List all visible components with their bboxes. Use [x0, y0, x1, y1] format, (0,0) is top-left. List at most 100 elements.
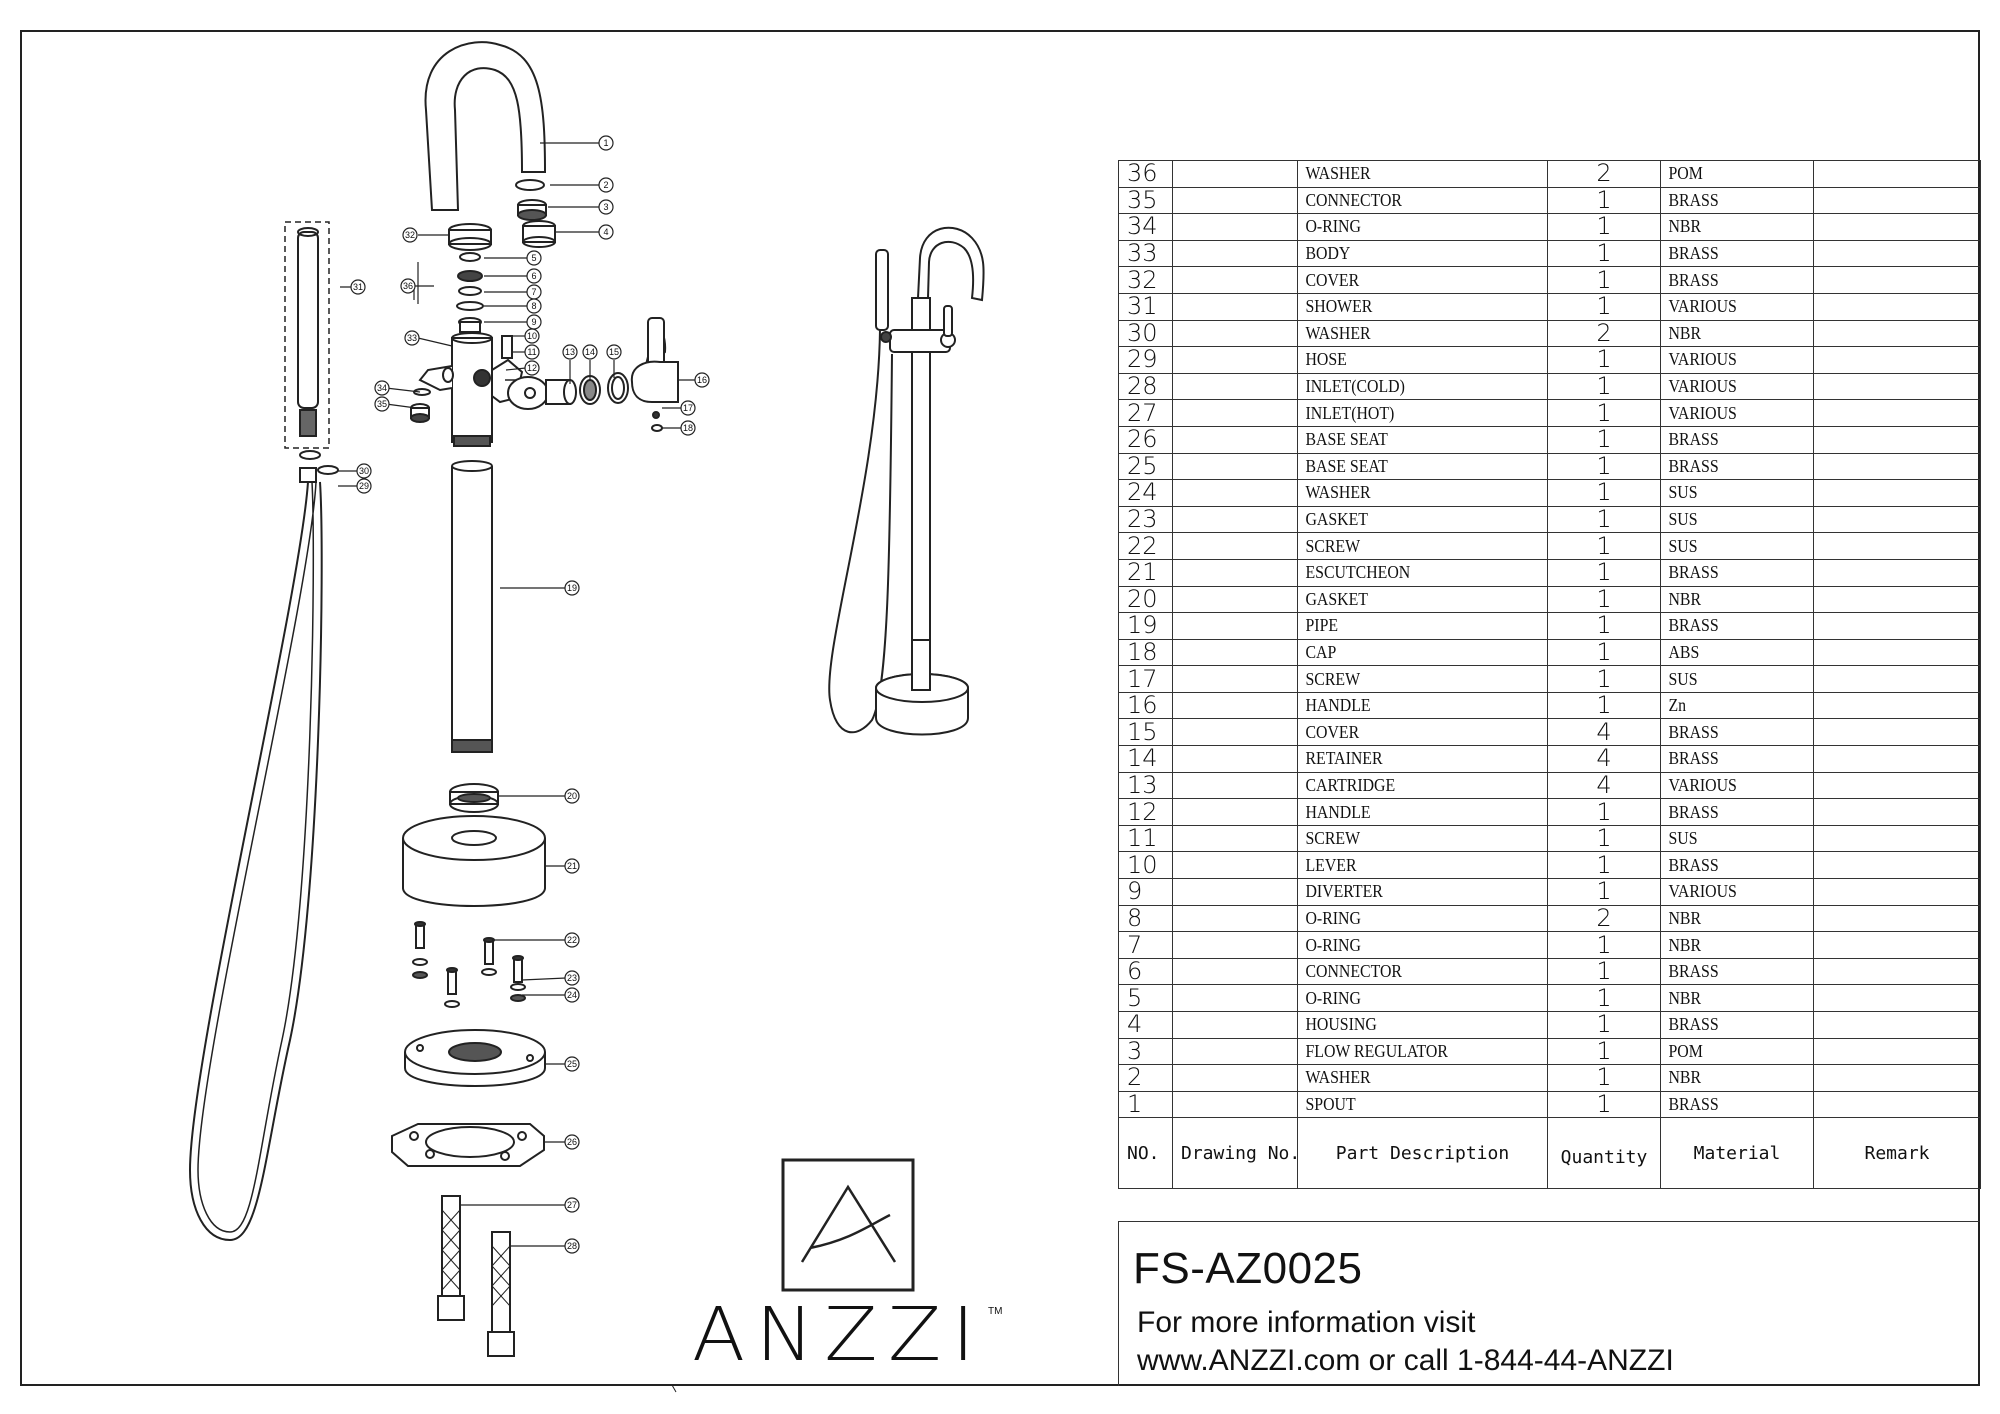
part-description: SCREW: [1297, 824, 1518, 853]
callout-19: 19: [567, 583, 577, 593]
part-description: SPOUT: [1297, 1090, 1518, 1119]
callout-9: 9: [531, 317, 536, 327]
part-description: DIVERTER: [1297, 878, 1518, 906]
part-quantity: 1: [1547, 399, 1661, 427]
drawing-number: [1172, 612, 1298, 640]
drawing-number: [1172, 372, 1298, 401]
base-seat-26: [391, 1123, 545, 1167]
drawing-number: [1172, 1037, 1298, 1066]
callout-8: 8: [531, 301, 536, 311]
callout-30: 30: [359, 466, 369, 476]
part-number: 16: [1118, 691, 1173, 720]
drawing-number: [1172, 160, 1298, 188]
part-quantity: 1: [1547, 292, 1661, 321]
drawing-number: [1172, 1011, 1298, 1039]
part-number: 14: [1118, 745, 1173, 773]
part-quantity: 1: [1547, 931, 1661, 959]
part-number: 9: [1118, 878, 1173, 906]
callout-16: 16: [697, 375, 707, 385]
callout-17: 17: [683, 403, 693, 413]
part-remark: [1813, 213, 1981, 241]
shower-hose: [188, 481, 323, 1242]
part-remark: [1813, 585, 1981, 614]
part-material: NBR: [1660, 1064, 1796, 1092]
part-description: COVER: [1297, 266, 1518, 294]
part-quantity: 1: [1547, 372, 1661, 401]
part-description: COVER: [1297, 718, 1518, 747]
part-number: 29: [1118, 346, 1173, 374]
part-number: 5: [1118, 984, 1173, 1012]
part-material: NBR: [1660, 319, 1796, 348]
part-material: BRASS: [1660, 957, 1796, 986]
part-description: BASE SEAT: [1297, 425, 1518, 454]
drawing-number: [1172, 691, 1298, 720]
part-number: 7: [1118, 931, 1173, 959]
callout-25: 25: [567, 1059, 577, 1069]
part-quantity: 1: [1547, 1064, 1661, 1092]
drawing-number: [1172, 186, 1298, 215]
part-quantity: 1: [1547, 479, 1661, 507]
part-quantity: 1: [1547, 266, 1661, 294]
part-remark: [1813, 745, 1981, 773]
part-number: 15: [1118, 718, 1173, 747]
part-material: BRASS: [1660, 186, 1796, 215]
part-remark: [1813, 957, 1981, 986]
part-material: BRASS: [1660, 1011, 1796, 1039]
part-remark: [1813, 878, 1981, 906]
part-material: VARIOUS: [1660, 292, 1796, 321]
part-description: SCREW: [1297, 532, 1518, 560]
part-number: 31: [1118, 292, 1173, 321]
part-remark: [1813, 266, 1981, 294]
part-quantity: 1: [1547, 798, 1661, 826]
part-number: 32: [1118, 266, 1173, 294]
part-quantity: 1: [1547, 346, 1661, 374]
part-description: HANDLE: [1297, 691, 1518, 720]
callout-3: 3: [603, 202, 608, 212]
callout-31: 31: [353, 282, 363, 292]
part-number: 23: [1118, 505, 1173, 534]
callout-33: 33: [407, 333, 417, 343]
drawing-number: [1172, 718, 1298, 747]
part-description: ESCUTCHEON: [1297, 558, 1518, 587]
anzzi-logo-mark: [781, 1158, 915, 1292]
part-remark: [1813, 612, 1981, 640]
callout-5: 5: [531, 253, 536, 263]
callout-21: 21: [567, 861, 577, 871]
callout-6: 6: [531, 271, 536, 281]
callout-4: 4: [603, 227, 608, 237]
part-remark: [1813, 1090, 1981, 1119]
part-remark: [1813, 904, 1981, 933]
part-description: LEVER: [1297, 851, 1518, 880]
part-description: PIPE: [1297, 612, 1518, 640]
header-part-description: Part Description: [1297, 1117, 1548, 1190]
spout-fittings: [515, 179, 556, 248]
callout-29: 29: [359, 481, 369, 491]
part-quantity: 2: [1547, 160, 1661, 188]
part-number: 20: [1118, 585, 1173, 614]
spout-part: [424, 41, 547, 211]
info-text-line-1: For more information visit: [1137, 1306, 1476, 1339]
part-material: VARIOUS: [1660, 346, 1796, 374]
part-material: BRASS: [1660, 798, 1796, 826]
water-inlets: [437, 1195, 515, 1357]
part-description: BASE SEAT: [1297, 452, 1518, 481]
callout-14: 14: [585, 347, 595, 357]
part-remark: [1813, 558, 1981, 587]
callout-7: 7: [531, 287, 536, 297]
drawing-number: [1172, 239, 1298, 268]
part-material: SUS: [1660, 505, 1796, 534]
callout-34: 34: [377, 383, 387, 393]
part-material: Zn: [1660, 691, 1796, 720]
part-material: SUS: [1660, 479, 1796, 507]
part-remark: [1813, 1064, 1981, 1092]
part-remark: [1813, 851, 1981, 880]
